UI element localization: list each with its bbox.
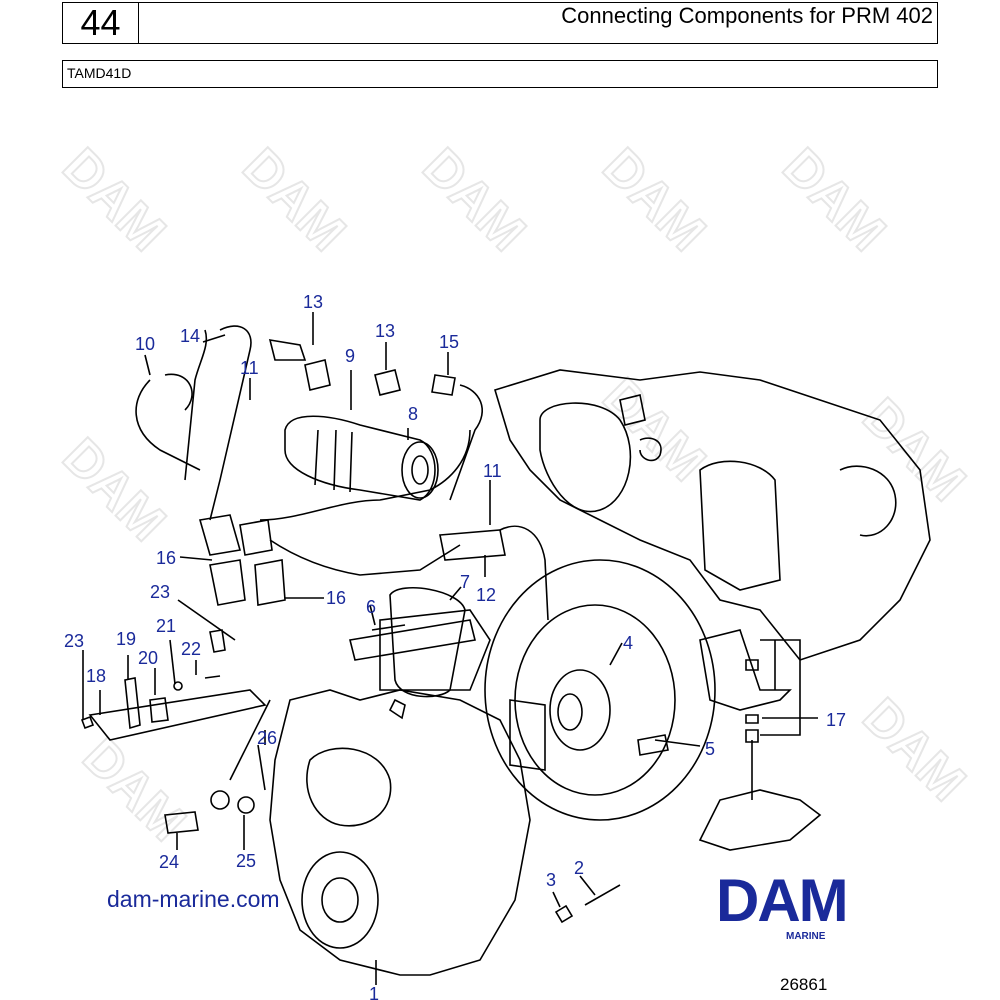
callout-13a: 13: [303, 292, 323, 312]
page-number-box: 44: [62, 2, 139, 44]
callout-4: 4: [623, 633, 633, 653]
callout-23a: 23: [150, 582, 170, 602]
callout-labels: 1 2 3 4 5 6 7 8 9 10 11 11 12 13 13 14 1…: [64, 292, 846, 1000]
callout-14: 14: [180, 326, 200, 346]
callout-7: 7: [460, 572, 470, 592]
callout-1: 1: [369, 984, 379, 1000]
watermark: DAM: [52, 137, 177, 262]
website-url: dam-marine.com: [107, 886, 280, 912]
watermark: DAM: [52, 427, 177, 552]
watermark: DAM: [852, 687, 977, 812]
watermark: DAM: [852, 387, 977, 512]
watermark: DAM: [772, 137, 897, 262]
callout-21: 21: [156, 616, 176, 636]
callout-12: 12: [476, 585, 496, 605]
callout-18: 18: [86, 666, 106, 686]
page-number: 44: [80, 2, 121, 43]
callout-16b: 16: [326, 588, 346, 608]
callout-5: 5: [705, 739, 715, 759]
callout-9: 9: [345, 346, 355, 366]
callout-20: 20: [138, 648, 158, 668]
watermark: DAM: [592, 137, 717, 262]
callout-26: 26: [257, 728, 277, 748]
callout-22: 22: [181, 639, 201, 659]
callout-16a: 16: [156, 548, 176, 568]
brand-logo-subtitle: MARINE: [786, 931, 826, 942]
watermark: DAM: [232, 137, 357, 262]
callout-8: 8: [408, 404, 418, 424]
watermark-layer: DAM DAM DAM DAM DAM DAM DAM DAM DAM DAM: [51, 136, 978, 853]
callout-15: 15: [439, 332, 459, 352]
callout-25: 25: [236, 851, 256, 871]
model-box: TAMD41D: [62, 60, 938, 88]
brand-logo: DAM: [716, 867, 849, 934]
callout-2: 2: [574, 858, 584, 878]
callout-11b: 11: [483, 461, 502, 481]
callout-10: 10: [135, 334, 155, 354]
callout-23b: 23: [64, 631, 84, 651]
callout-6: 6: [366, 597, 376, 617]
callout-24: 24: [159, 852, 179, 872]
watermark: DAM: [412, 137, 537, 262]
callout-17: 17: [826, 710, 846, 730]
engine-model: TAMD41D: [67, 65, 132, 81]
drawing-reference-number: 26861: [780, 975, 828, 994]
callout-13b: 13: [375, 321, 395, 341]
drawing-linework: [80, 312, 931, 985]
watermark: DAM: [592, 367, 717, 492]
title-box: Connecting Components for PRM 402: [138, 2, 938, 44]
callout-19: 19: [116, 629, 136, 649]
callout-11a: 11: [240, 358, 259, 378]
page-title: Connecting Components for PRM 402: [561, 3, 933, 28]
callout-3: 3: [546, 870, 556, 890]
